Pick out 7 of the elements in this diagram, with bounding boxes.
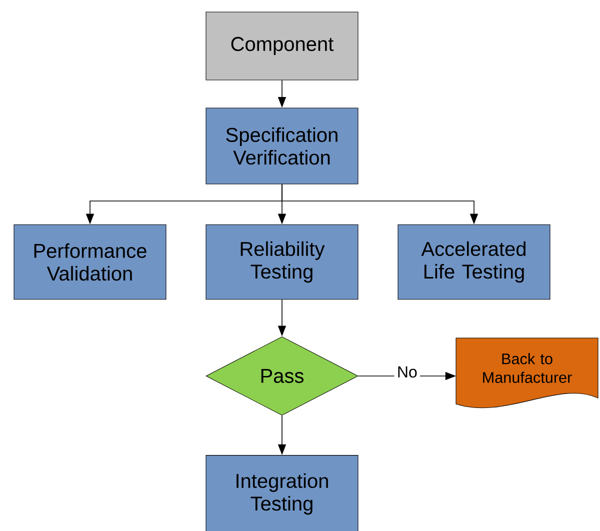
process-box: Integration Testing [206,455,358,531]
edge-label: No [398,366,417,378]
process-box: Performance Validation [14,224,166,300]
process-box: Component [206,12,358,80]
process-box: Reliability Testing [206,224,358,300]
process-box: Specification Verification [206,108,358,184]
process-box: Accelerated Life Testing [398,224,550,300]
